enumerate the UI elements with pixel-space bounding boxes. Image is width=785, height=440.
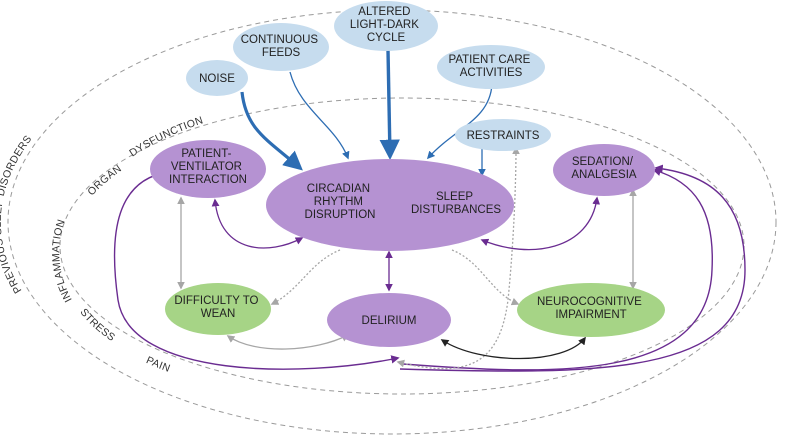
delirium-label: DELIRIUM <box>362 315 417 327</box>
label-stress: STRESS <box>78 306 118 344</box>
arrow-core-neuro <box>451 249 520 306</box>
label-organ: ORGAN <box>85 163 124 198</box>
arrow-delirium-neuro <box>440 336 586 360</box>
wean-label: DIFFICULTY TO WEAN <box>174 295 261 320</box>
node-core: CIRCADIAN RHYTHM DISRUPTION SLEEP DISTUR… <box>266 159 514 251</box>
arrows <box>113 49 746 372</box>
arrow-core-wean <box>270 249 341 305</box>
label-previous-sleep-disorders: PREVIOUS SLEEP DISORDERS <box>0 133 34 295</box>
ventilator-label: PATIENT- VENTILATOR INTERACTION <box>169 148 247 186</box>
node-difficulty-to-wean: DIFFICULTY TO WEAN <box>165 283 271 335</box>
sleep-label: SLEEP DISTURBANCES <box>411 191 501 216</box>
neuro-label: NEUROCOGNITIVE IMPAIRMENT <box>537 296 645 321</box>
node-delirium: DELIRIUM <box>327 293 451 347</box>
node-noise: NOISE <box>186 60 248 96</box>
arrow-noise-to-core <box>240 91 303 171</box>
arrow-delirium-restraints <box>396 146 520 370</box>
restraints-label: RESTRAINTS <box>467 130 540 142</box>
outcome-nodes: PATIENT- VENTILATOR INTERACTION SEDATION… <box>150 140 665 347</box>
continuous-feeds-label: CONTINUOUS FEEDS <box>241 34 322 59</box>
light-dark-label: ALTERED LIGHT-DARK CYCLE <box>350 6 422 44</box>
node-patient-ventilator-interaction: PATIENT- VENTILATOR INTERACTION <box>150 140 266 198</box>
arrow-wean-delirium <box>226 334 350 350</box>
node-sedation-analgesia: SEDATION/ ANALGESIA <box>553 144 655 196</box>
sedation-label: SEDATION/ ANALGESIA <box>571 156 637 181</box>
node-neurocognitive-impairment: NEUROCOGNITIVE IMPAIRMENT <box>517 283 665 337</box>
patient-care-label: PATIENT CARE ACTIVITIES <box>449 54 534 79</box>
arrow-delirium-ventilator <box>113 168 400 370</box>
node-altered-light-dark-cycle: ALTERED LIGHT-DARK CYCLE <box>334 1 438 51</box>
factor-nodes: NOISE CONTINUOUS FEEDS ALTERED LIGHT-DAR… <box>186 1 551 151</box>
node-patient-care-activities: PATIENT CARE ACTIVITIES <box>437 45 545 89</box>
label-inflammation: INFLAMMATION <box>50 218 74 304</box>
node-restraints: RESTRAINTS <box>455 119 551 151</box>
circadian-label: CIRCADIAN RHYTHM DISRUPTION <box>305 183 376 221</box>
arrow-delirium-sedation <box>402 167 713 371</box>
arrow-lightdark-to-core <box>379 49 400 161</box>
label-pain: PAIN <box>144 354 172 374</box>
arrow-feeds-to-core <box>289 71 350 160</box>
arrow-ventilator-sedation <box>399 164 746 372</box>
node-continuous-feeds: CONTINUOUS FEEDS <box>233 23 329 71</box>
noise-label: NOISE <box>199 73 235 85</box>
